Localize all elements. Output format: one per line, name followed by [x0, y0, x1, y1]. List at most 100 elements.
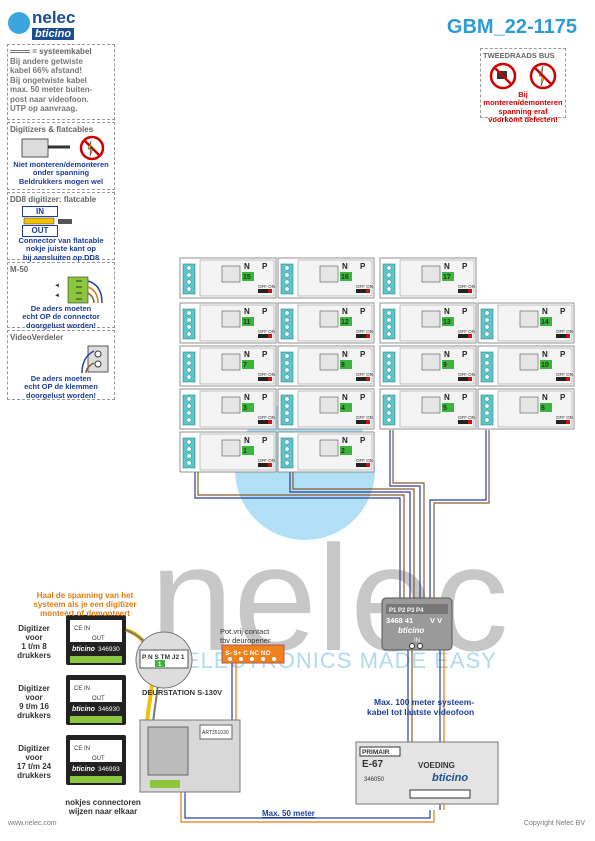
- svg-text:CE IN: CE IN: [74, 626, 90, 632]
- unit-number: 11: [243, 319, 251, 326]
- bticino-logo: bticino: [32, 28, 75, 40]
- unit-led: [468, 377, 472, 381]
- unit-connector: [382, 308, 396, 340]
- relay-terminals: S- S+ C NC NO: [225, 650, 271, 657]
- unit-n-label: N: [244, 436, 250, 445]
- unit-number-badge: [340, 446, 352, 455]
- unit-number: 13: [443, 319, 451, 326]
- unit-n-label: N: [342, 307, 348, 316]
- unit-p-label: P: [560, 350, 566, 359]
- unit-number: 5: [443, 405, 447, 412]
- video-distributor: P1 P2 P3 P4 3468 41 V V bticino IN: [381, 597, 453, 651]
- note-cable: = systeemkabel Bij andere getwiste kabel…: [7, 44, 115, 120]
- unit-number-badge: [540, 317, 552, 326]
- svg-text:CE IN: CE IN: [74, 746, 90, 752]
- unit-n-label: N: [244, 307, 250, 316]
- unit-led: [366, 420, 370, 424]
- max-50-label: Max. 50 meter: [262, 809, 315, 818]
- unit-screen: [319, 265, 339, 283]
- svg-text:OUT: OUT: [92, 696, 105, 702]
- note-dd8: DD8 digitizer: flatcable IN OUT Connecto…: [7, 192, 115, 261]
- note-cable-line: Bij ongetwiste kabel: [10, 75, 87, 85]
- flatcable-icon: [23, 217, 72, 225]
- unit-connector: [280, 351, 294, 383]
- unit-led: [268, 420, 272, 424]
- unit-number: 15: [243, 274, 251, 281]
- station-art: ART351030: [202, 730, 229, 736]
- unit-number: 9: [443, 362, 447, 369]
- footer-copyright: Copyright Nelec BV: [523, 820, 585, 827]
- unit-connector: [382, 263, 396, 295]
- unit-n-label: N: [342, 262, 348, 271]
- unit-screen: [519, 353, 539, 371]
- unit-off-on: OFF ON: [458, 329, 475, 334]
- note-m50-line: echt OP de connector: [22, 312, 100, 321]
- unit-number-badge: [442, 272, 454, 281]
- nelec-logo-icon: [8, 12, 30, 34]
- note-cable-line: max. 50 meter buiten-: [10, 85, 93, 94]
- psu-brand: bticino: [432, 772, 468, 784]
- note-m50: M-50 ◄◄ De aders moeten echt OP de conne…: [7, 262, 115, 329]
- unit-led: [366, 289, 370, 293]
- unit-screen: [421, 396, 441, 414]
- unit-off-on: OFF ON: [458, 284, 475, 289]
- svg-text:bticino: bticino: [72, 766, 96, 773]
- unit-off-on: OFF ON: [356, 329, 373, 334]
- warning-line: systeem als je een digitizer: [33, 600, 137, 609]
- warning-line: Haal de spanning van het: [36, 591, 134, 600]
- brand-name: nelec: [32, 8, 76, 27]
- unit-p-label: P: [462, 307, 468, 316]
- note-digitizers-heading: Digitizers & flatcables: [10, 125, 94, 134]
- unit-off-on: OFF ON: [258, 458, 275, 463]
- unit-n-label: N: [244, 393, 250, 402]
- unit-led: [468, 420, 472, 424]
- digitizer-code: 346930: [98, 706, 120, 713]
- psu-primair: PRIMAIR: [362, 749, 390, 756]
- unit-p-label: P: [462, 262, 468, 271]
- note-bus-line: voorkomt defecten!: [488, 115, 558, 124]
- footer-url[interactable]: www.nelec.com: [8, 820, 57, 827]
- unit-led: [468, 289, 472, 293]
- unit-off-on: OFF ON: [356, 415, 373, 420]
- unit-n-label: N: [244, 350, 250, 359]
- unit-number-badge: [442, 403, 454, 412]
- unit-connector: [480, 308, 494, 340]
- unit-off-on: OFF ON: [258, 284, 275, 289]
- unit-screen: [421, 353, 441, 371]
- note-digitizers-line: Niet monteren/demonteren: [13, 159, 109, 169]
- unit-screen: [221, 396, 241, 414]
- note-dd8-line: nokje juiste kant op: [25, 244, 96, 253]
- no-unplug-icon: [489, 62, 557, 89]
- svg-text:OUT: OUT: [92, 636, 105, 642]
- note-dd8-line: Connector van flatcable: [18, 235, 104, 245]
- unit-connector: [382, 351, 396, 383]
- unit-number: 1: [243, 448, 247, 455]
- door-station: ART351030: [139, 719, 241, 793]
- note-videoverdeler: VideoVerdeler De aders moeten echt OP de…: [7, 330, 115, 400]
- unit-connector: [280, 394, 294, 426]
- unit-number-badge: [242, 360, 254, 369]
- note-cable-line: UTP op aanvraag.: [10, 104, 78, 113]
- note-m50-line: De aders moeten: [30, 303, 92, 313]
- terminal-labels: P N S TM J2 1: [142, 654, 185, 661]
- unit-screen: [221, 439, 241, 457]
- unit-screen: [421, 310, 441, 328]
- unit-connector: [280, 437, 294, 469]
- svg-text:bticino: bticino: [72, 646, 96, 653]
- unit-connector: [182, 437, 196, 469]
- unit-screen: [519, 310, 539, 328]
- svg-text:OUT: OUT: [92, 756, 105, 762]
- unit-n-label: N: [342, 393, 348, 402]
- unit-number: 12: [341, 319, 349, 326]
- psu-name: VOEDING: [418, 761, 455, 770]
- unit-led: [268, 377, 272, 381]
